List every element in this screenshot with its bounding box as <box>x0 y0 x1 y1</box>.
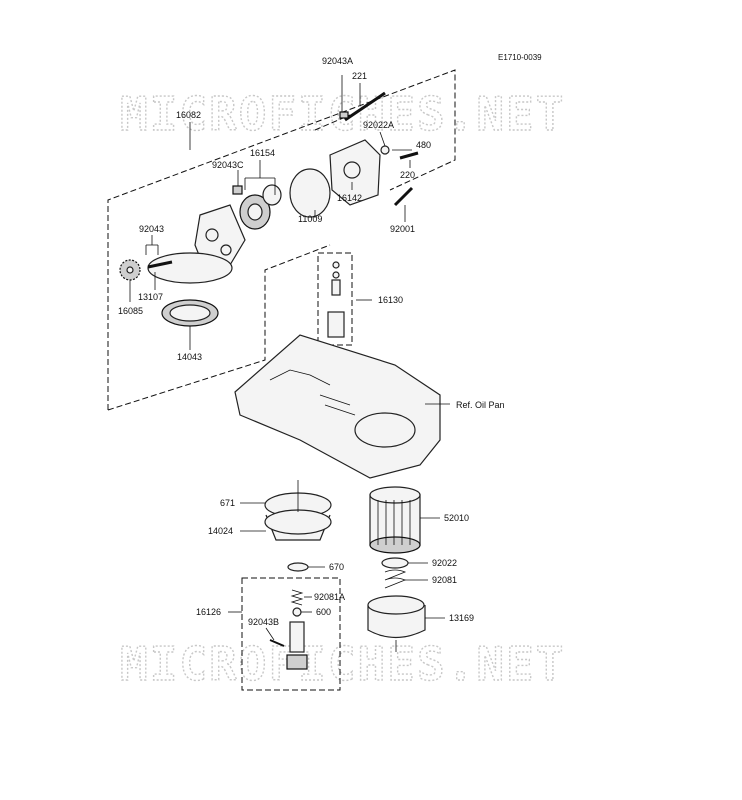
label-16142: 16142 <box>337 193 362 203</box>
label-221: 221 <box>352 71 367 81</box>
label-13107: 13107 <box>138 292 163 302</box>
pump-cover-icon <box>329 139 381 206</box>
leader-lines <box>129 75 450 652</box>
oil-screen-14043-icon <box>161 299 219 327</box>
sprocket-16085-icon <box>119 259 141 281</box>
label-52010: 52010 <box>444 513 469 523</box>
label-16082: 16082 <box>176 110 201 120</box>
label-92043C: 92043C <box>212 160 244 170</box>
filter-case-13169-icon <box>367 595 426 639</box>
label-13169: 13169 <box>449 613 474 623</box>
bolt-221-icon <box>344 91 386 122</box>
label-16126: 16126 <box>196 607 221 617</box>
washer-92022-icon <box>381 557 409 569</box>
label-92081A: 92081A <box>314 592 345 602</box>
shaft-13107-icon <box>147 260 173 269</box>
label-600: 600 <box>316 607 331 617</box>
label-480: 480 <box>416 140 431 150</box>
relief-valve-body-icon <box>286 621 308 670</box>
spring-92081-icon <box>384 569 407 589</box>
relief-valve-16130-icon <box>317 252 353 346</box>
label-92043B: 92043B <box>248 617 279 627</box>
relief-valve-outline <box>241 577 341 691</box>
label-220: 220 <box>400 170 415 180</box>
filter-cover-14024-icon <box>264 492 332 541</box>
label-92043: 92043 <box>139 224 164 234</box>
label-92022A: 92022A <box>363 120 394 130</box>
oil-pan-icon <box>234 334 441 479</box>
pin-92043A-icon <box>339 111 349 119</box>
pin-92043C-icon <box>232 185 243 195</box>
label-16130: 16130 <box>378 295 403 305</box>
oring-92022A-icon <box>380 145 390 155</box>
label-92022: 92022 <box>432 558 457 568</box>
ball-600-icon <box>292 607 302 617</box>
label-92043A: 92043A <box>322 56 353 66</box>
pin-92043B-icon <box>269 639 285 647</box>
label-671: 671 <box>220 498 235 508</box>
label-92001: 92001 <box>390 224 415 234</box>
pump-screen-housing-icon <box>147 252 233 284</box>
pump-rotors-icon <box>239 184 282 230</box>
label-92081: 92081 <box>432 575 457 585</box>
bolt-92001-icon <box>393 186 414 207</box>
watermark-bottom: MICROFICHES.NET <box>120 637 565 691</box>
label-14024: 14024 <box>208 526 233 536</box>
label-14043: 14043 <box>177 352 202 362</box>
diagram-code: E1710-0039 <box>498 53 542 62</box>
label-11009: 11009 <box>298 214 322 224</box>
bolt-220-icon <box>399 151 419 160</box>
label-ref-oil-pan: Ref. Oil Pan <box>456 400 505 410</box>
oil-filter-52010-icon <box>369 486 421 554</box>
pump-gasket-icon <box>289 168 331 218</box>
label-670: 670 <box>329 562 344 572</box>
label-16085: 16085 <box>118 306 143 316</box>
label-16154: 16154 <box>250 148 275 158</box>
spring-92081A-icon <box>290 589 304 606</box>
oring-670-icon <box>287 562 309 572</box>
